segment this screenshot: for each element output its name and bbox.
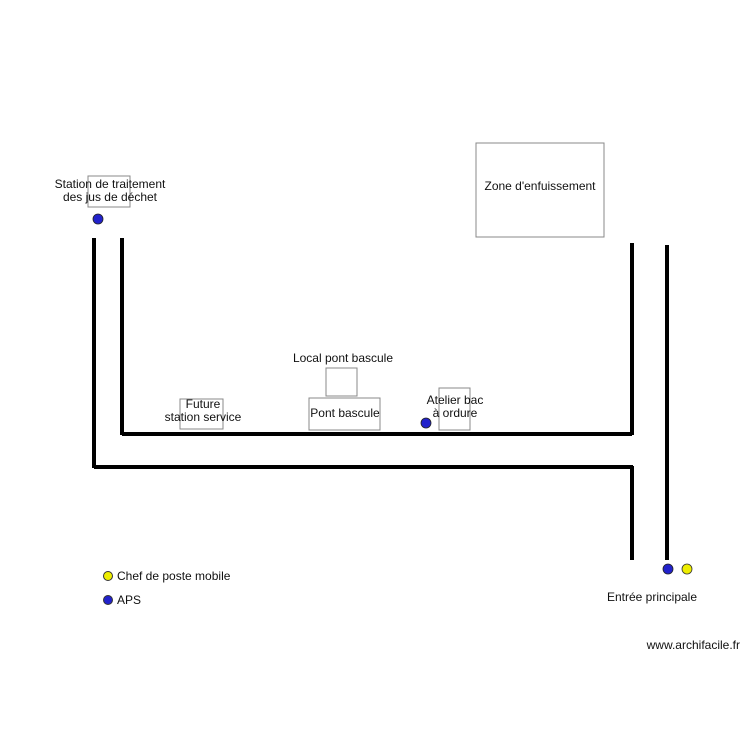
future-station-service-label: Future station service [153, 398, 253, 424]
legend-aps: APS [103, 593, 141, 607]
chef-legend-label: Chef de poste mobile [117, 569, 231, 583]
atelier-bac-label: Atelier bac à ordure [410, 394, 500, 420]
atelier-bac-label-line2: à ordure [432, 406, 478, 420]
legend-chef: Chef de poste mobile [103, 569, 230, 583]
station-traitement-label-line2: des jus de déchet [62, 190, 158, 204]
station-traitement-box [87, 175, 131, 208]
pont-bascule-box [308, 397, 381, 431]
local-pont-bascule-box [325, 367, 358, 397]
local-pont-bascule-label: Local pont bascule [292, 351, 394, 365]
zone-enfuissement-box [475, 142, 605, 238]
aps-legend-label: APS [117, 593, 142, 607]
aps-marker-entree [662, 563, 674, 575]
chef-legend-swatch [103, 571, 113, 581]
atelier-bac-label-line1: Atelier bac [426, 393, 484, 407]
entree-principale-label: Entrée principale [606, 590, 698, 604]
aps-marker-station [92, 213, 104, 225]
road-walls [92, 238, 669, 560]
aps-marker-atelier [420, 417, 432, 429]
atelier-bac-box [438, 387, 471, 431]
chef-marker-entree [681, 563, 693, 575]
aps-legend-swatch [103, 595, 113, 605]
future-station-service-label-line2: station service [164, 410, 242, 424]
zone-enfuissement-label: Zone d'enfuissement [484, 179, 596, 193]
pont-bascule-label: Pont bascule [310, 406, 380, 420]
station-traitement-label: Station de traitement des jus de déchet [40, 178, 180, 204]
future-station-service-label-line1: Future [185, 397, 221, 411]
watermark[interactable]: www.archifacile.fr [646, 638, 740, 652]
future-station-service-box [179, 398, 224, 430]
station-traitement-label-line1: Station de traitement [54, 177, 166, 191]
